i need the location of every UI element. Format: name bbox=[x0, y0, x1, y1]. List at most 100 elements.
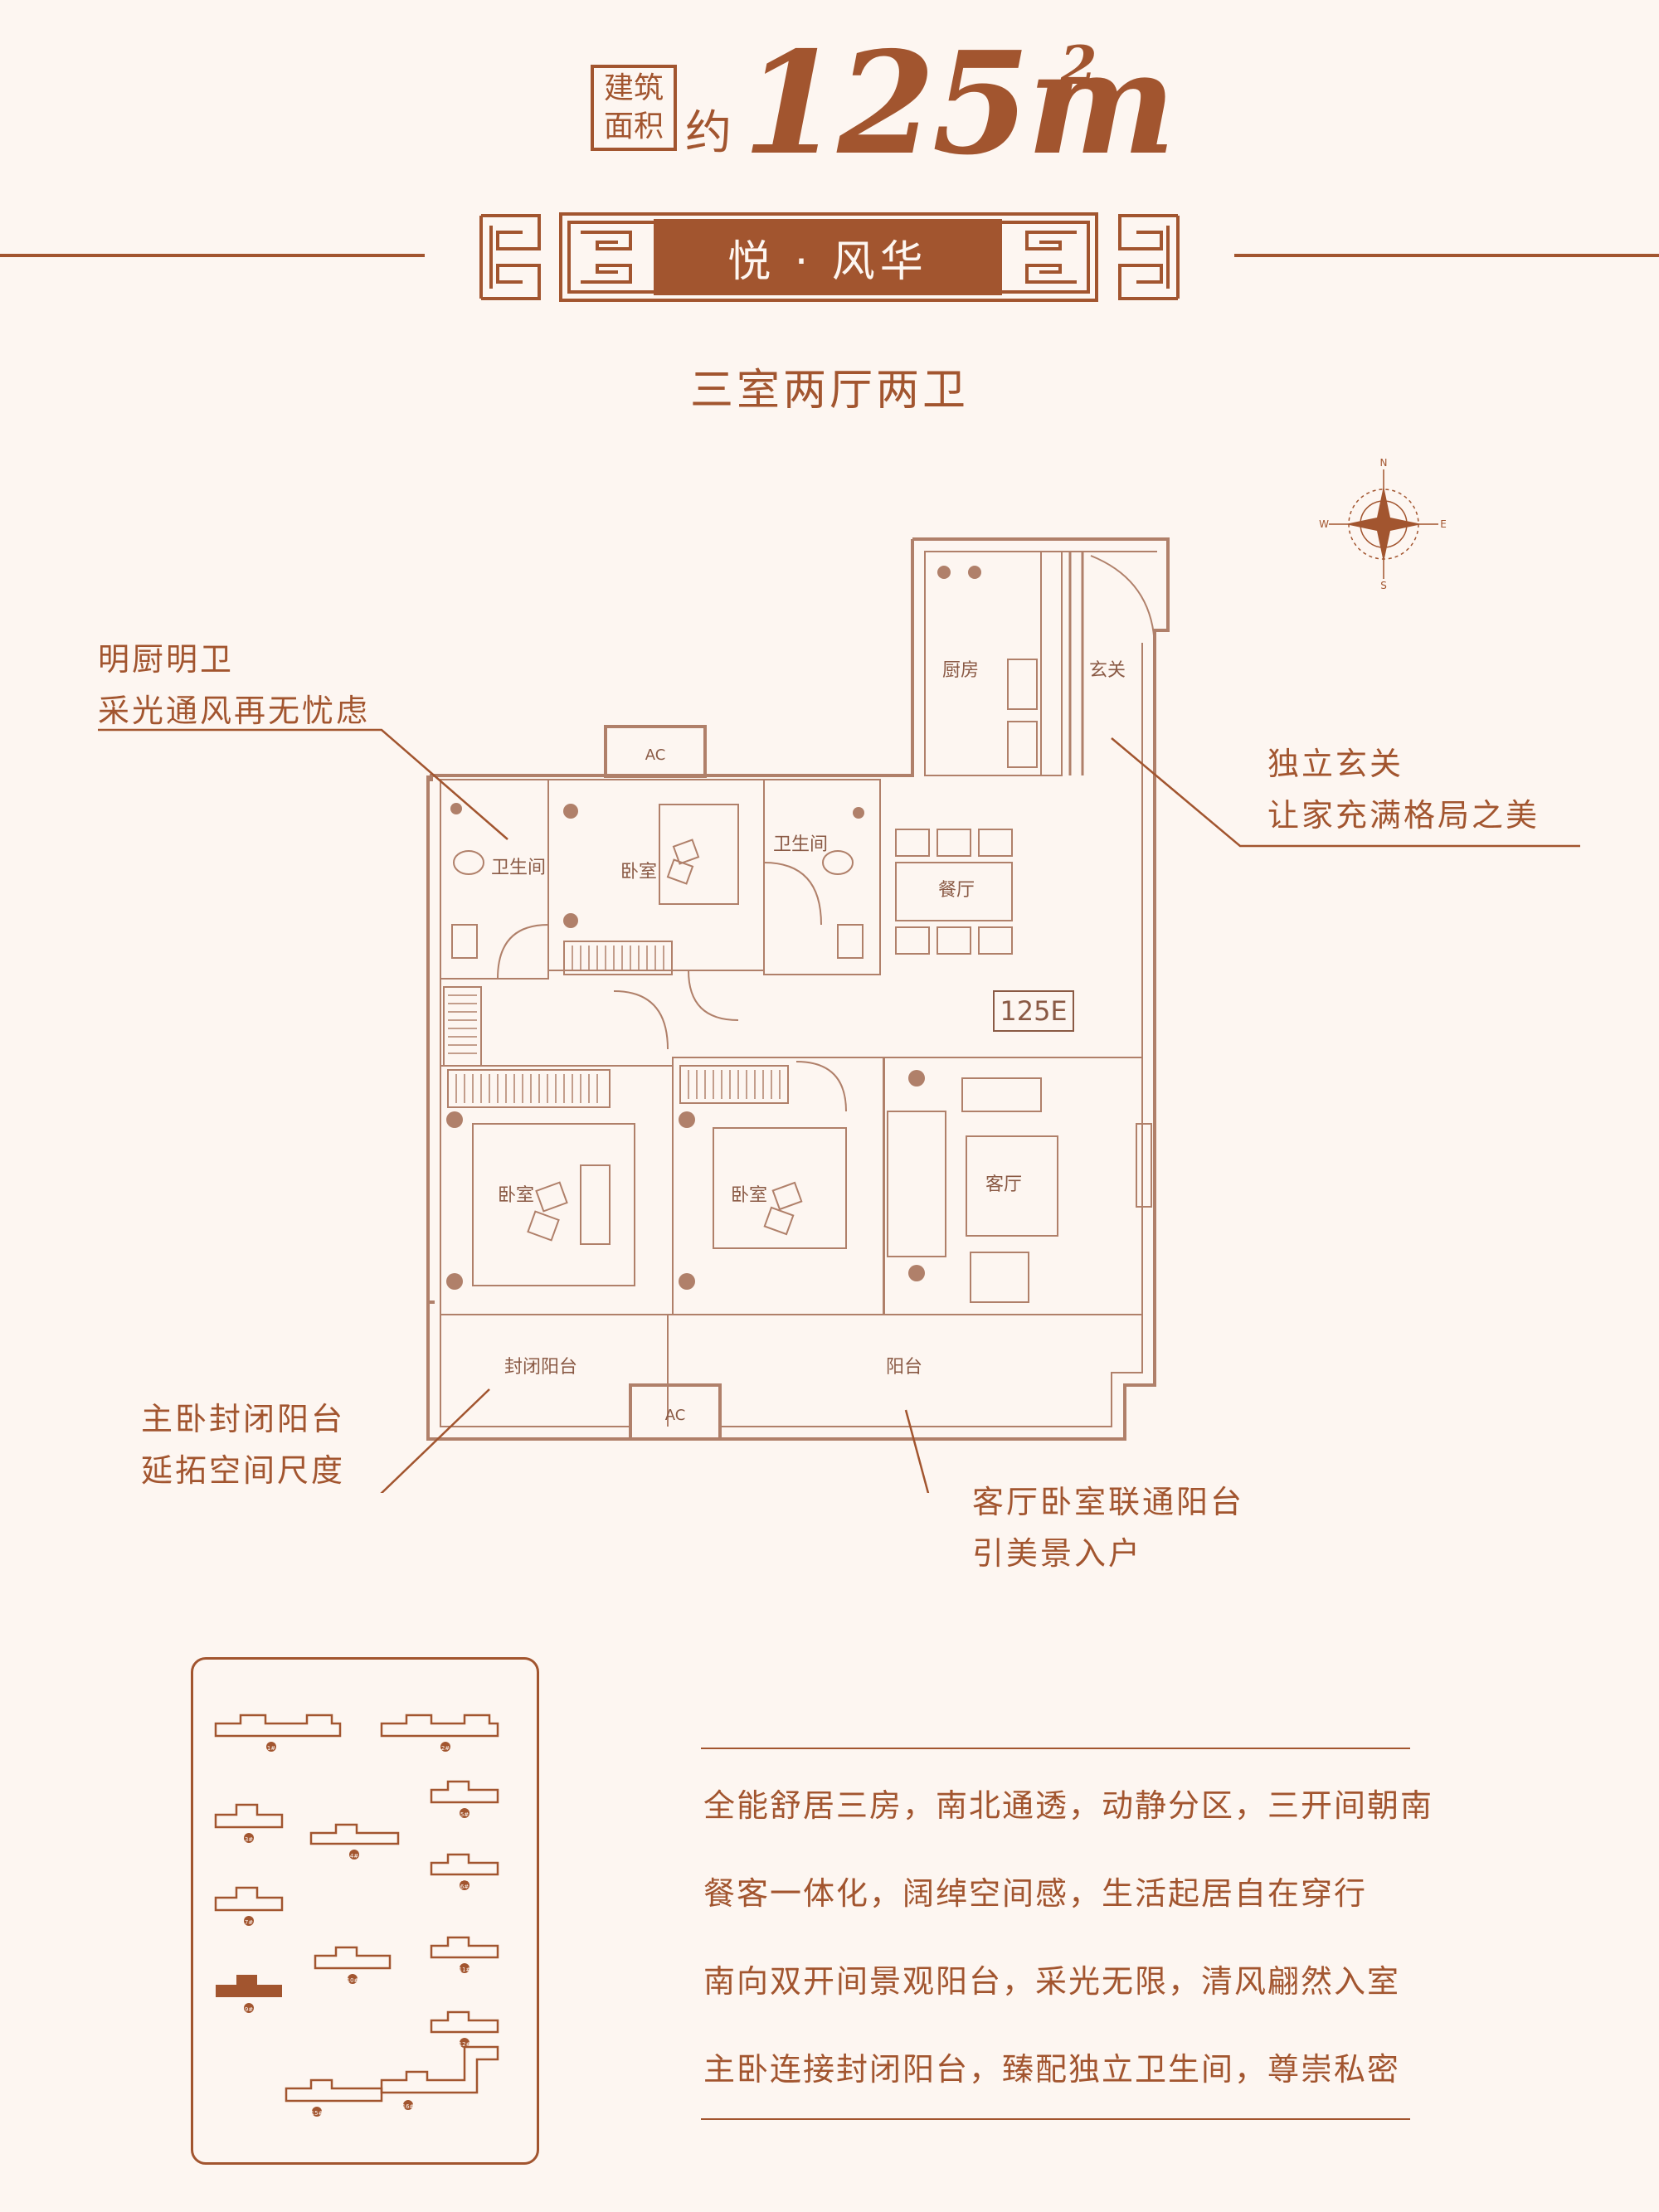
dining-table bbox=[895, 862, 1013, 921]
description-line-2: 餐客一体化，阔绰空间感，生活起居自在穿行 bbox=[703, 1875, 1368, 1912]
leader-entrance bbox=[1111, 737, 1580, 848]
fridge-icon bbox=[1007, 721, 1038, 768]
bed-second bbox=[713, 1127, 847, 1249]
kitchen-sink-icon bbox=[1007, 659, 1038, 710]
pillow-second-2-icon bbox=[763, 1206, 795, 1236]
entrance-door-arc bbox=[1090, 555, 1155, 648]
site-building-label: 1# bbox=[267, 1745, 275, 1752]
callout-kitchen-bath-line2: 采光通风再无忧虑 bbox=[98, 693, 371, 729]
site-building-label: 12# bbox=[459, 2041, 471, 2048]
armchair bbox=[970, 1252, 1029, 1303]
bath-left-door-arc bbox=[497, 924, 549, 980]
description-line-4: 主卧连接封闭阳台，臻配独立卫生间，尊崇私密 bbox=[703, 2051, 1401, 2088]
building-10 bbox=[314, 1946, 392, 1970]
area-label-box: 建筑 面积 bbox=[591, 65, 677, 151]
area-label-line1: 建筑 bbox=[603, 71, 664, 105]
sink-center-icon bbox=[837, 924, 864, 959]
toilet-left-icon bbox=[453, 850, 484, 875]
callout-entrance-line1: 独立玄关 bbox=[1267, 746, 1404, 782]
tv-cabinet bbox=[961, 1077, 1042, 1112]
site-building-label: 16# bbox=[402, 2103, 415, 2110]
building-1 bbox=[214, 1714, 342, 1738]
site-building-label: 5# bbox=[460, 1811, 469, 1818]
leader-master-balcony bbox=[380, 1388, 490, 1493]
bed-master bbox=[472, 1123, 635, 1286]
layout-type: 三室两厅两卫 bbox=[689, 366, 969, 416]
ac-box-bottom bbox=[629, 1383, 722, 1441]
compass-star-icon bbox=[1345, 486, 1422, 562]
site-plan-box bbox=[191, 1657, 539, 2165]
site-building-label: 7# bbox=[245, 1919, 253, 1926]
building-5 bbox=[430, 1780, 499, 1804]
pillow-master-2-icon bbox=[527, 1210, 560, 1242]
room-label-entrance: 玄关 bbox=[1089, 660, 1126, 681]
building-2 bbox=[380, 1714, 499, 1738]
building-6 bbox=[430, 1853, 499, 1876]
living-window bbox=[1136, 1123, 1152, 1208]
wardrobe-north bbox=[563, 941, 673, 975]
room-label-dining: 餐厅 bbox=[938, 880, 975, 901]
leader-kitchen-bath bbox=[98, 728, 508, 840]
area-unit-superscript: 2 bbox=[1060, 35, 1097, 97]
site-building-label: 8# bbox=[460, 1876, 469, 1883]
bath-center-door-arc bbox=[763, 862, 822, 926]
area-prefix: 约 bbox=[685, 106, 732, 160]
nightstand-master bbox=[580, 1164, 611, 1245]
inner-scroll-tr bbox=[1025, 231, 1077, 250]
inner-scroll-br bbox=[1025, 264, 1077, 284]
compass: N S E W bbox=[1319, 458, 1447, 591]
callout-living-balcony-line2: 引美景入户 bbox=[972, 1535, 1143, 1572]
ac-box-top bbox=[604, 725, 707, 778]
living-room-walls bbox=[883, 1057, 1143, 1315]
fret-ornament-left bbox=[479, 214, 541, 300]
sofa bbox=[887, 1111, 946, 1257]
callout-entrance-line2: 让家充满格局之美 bbox=[1267, 797, 1540, 834]
site-building-label: 11# bbox=[459, 1966, 471, 1973]
model-code-box bbox=[993, 990, 1074, 1032]
room-label-bedroom-second: 卧室 bbox=[731, 1185, 767, 1206]
pillow-second-1-icon bbox=[771, 1181, 803, 1211]
leader-living-balcony bbox=[904, 1409, 930, 1493]
site-building-label: 2# bbox=[441, 1745, 450, 1752]
building-7 bbox=[214, 1886, 284, 1912]
bed-north bbox=[659, 804, 739, 905]
callout-kitchen-bath: 明厨明卫 采光通风再无忧虑 bbox=[98, 634, 370, 737]
building-11 bbox=[430, 1936, 499, 1959]
coffee-table bbox=[966, 1135, 1058, 1237]
site-building-label: 10# bbox=[347, 1977, 359, 1984]
description-line-3: 南向双开间景观阳台，采光无限，清风翩然入室 bbox=[703, 1963, 1401, 2000]
room-label-bath-left: 卫生间 bbox=[491, 858, 546, 878]
toilet-center-icon bbox=[822, 850, 854, 875]
fret-ornament-right bbox=[1118, 214, 1180, 300]
callout-master-balcony-line1: 主卧封闭阳台 bbox=[141, 1401, 346, 1437]
site-building-label: 9# bbox=[245, 2006, 253, 2013]
building-4 bbox=[309, 1823, 400, 1845]
room-label-balcony: 阳台 bbox=[886, 1357, 922, 1378]
ac-label-top: AC bbox=[645, 746, 666, 764]
room-label-bedroom-north: 卧室 bbox=[620, 862, 657, 882]
site-building-label: 3# bbox=[245, 1836, 253, 1843]
room-label-enclosed-balcony: 封闭阳台 bbox=[504, 1357, 577, 1378]
pillow-north-2-icon bbox=[666, 858, 694, 885]
title-frame-outer bbox=[559, 212, 1098, 302]
compass-n: N bbox=[1380, 458, 1388, 469]
inner-scroll-tl bbox=[581, 231, 632, 250]
building-15 bbox=[285, 2078, 383, 2103]
building-12 bbox=[430, 2010, 499, 2034]
wardrobe-hatching bbox=[448, 946, 781, 1103]
area-label-line2: 面积 bbox=[603, 109, 664, 143]
room-label-living: 客厅 bbox=[985, 1174, 1022, 1195]
wardrobe-second bbox=[679, 1065, 789, 1104]
callout-kitchen-bath-line1: 明厨明卫 bbox=[98, 641, 235, 678]
callout-master-balcony: 主卧封闭阳台 延拓空间尺度 bbox=[141, 1393, 345, 1496]
series-title: 悦 · 风华 bbox=[654, 219, 1002, 295]
pillow-north-1-icon bbox=[672, 839, 700, 865]
room-label-bedroom-master: 卧室 bbox=[498, 1185, 534, 1206]
compass-w: W bbox=[1319, 518, 1329, 530]
bath-center-walls bbox=[763, 779, 881, 975]
ac-label-bottom: AC bbox=[665, 1407, 686, 1424]
site-building-label: 6# bbox=[460, 1884, 469, 1890]
room-label-kitchen: 厨房 bbox=[942, 660, 979, 681]
sink-left-icon bbox=[451, 924, 478, 959]
